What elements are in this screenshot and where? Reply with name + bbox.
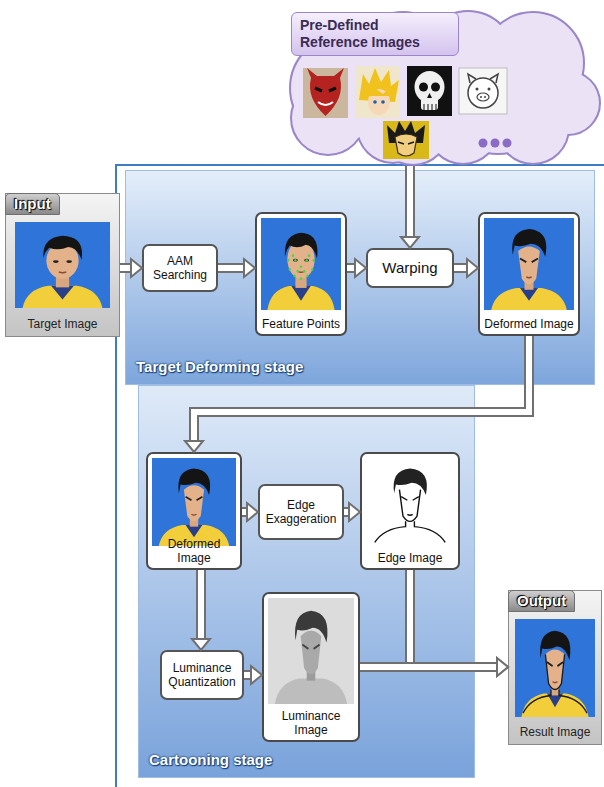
deformed-photo: [484, 218, 574, 310]
arrow-body: [344, 509, 349, 515]
arrow-body: [198, 570, 204, 639]
panel-heading: Output: [508, 590, 575, 612]
arrow-head: [497, 658, 508, 676]
luminance-photo: [268, 598, 354, 704]
arrow-outline: [454, 263, 467, 273]
arrow-head: [131, 259, 142, 277]
band-title: Target Deforming stage: [136, 358, 303, 376]
image-caption: Feature Points: [262, 317, 340, 331]
stage-band: Target Deforming stage AAM SearchingFeatu…: [125, 170, 595, 385]
stage-band: Cartooning stage Deformed Image Edge Exagg…: [138, 385, 475, 778]
frame-border: [116, 165, 604, 787]
block-arrow: [242, 503, 258, 521]
arrow-body: [244, 672, 251, 678]
process-label: AAM Searching: [149, 254, 211, 282]
arrow-body: [194, 336, 529, 441]
arrow-head: [192, 639, 210, 650]
block-arrow: [192, 570, 210, 650]
block-arrow: [347, 259, 366, 277]
arrow-outline: [120, 263, 131, 273]
arrow-body: [454, 265, 467, 271]
arrow-head: [349, 503, 360, 521]
block-arrow: [454, 259, 478, 277]
panel-caption: Target Image: [6, 317, 119, 336]
arrow-outline: [405, 166, 415, 237]
arrow-head: [244, 259, 255, 277]
process-label: Luminance Quantization: [167, 661, 237, 689]
arrow-outline: [196, 570, 206, 639]
panel-heading: Input: [5, 193, 60, 215]
band-title: Cartooning stage: [149, 751, 272, 769]
arrow-body: [347, 265, 355, 271]
block-arrow: [218, 259, 255, 277]
arrow-outline: [347, 263, 355, 273]
arrow-head: [497, 658, 508, 676]
arrow-head: [251, 666, 262, 684]
arrow-outline: [194, 336, 529, 441]
arrow-body: [120, 265, 131, 271]
arrow-body: [218, 265, 244, 271]
image-caption: Deformed Image: [484, 317, 573, 331]
arrow-body: [360, 664, 497, 670]
block-arrow: [244, 666, 262, 684]
arrow-body: [407, 166, 413, 237]
block-arrow: [344, 503, 360, 521]
arrow-head: [355, 259, 366, 277]
deformed-photo: [152, 458, 236, 546]
process-box: Edge Exaggeration: [258, 484, 344, 540]
arrow-head: [467, 259, 478, 277]
arrow-outline: [344, 507, 349, 517]
image-box: Deformed Image: [478, 212, 580, 336]
arrow-outline: [360, 662, 497, 672]
image-box: Luminance Image: [262, 592, 360, 742]
arrow-outline: [244, 670, 251, 680]
face-photo: [15, 222, 110, 308]
cartoon-photo: [515, 619, 595, 717]
block-arrow: [120, 259, 142, 277]
process-box: Warping: [366, 248, 454, 288]
arrow-body: [410, 570, 497, 667]
input-panel: InputTarget Image: [5, 193, 120, 337]
image-box: Deformed Image: [146, 452, 242, 570]
cloud-heading: Pre-Defined Reference Images: [291, 12, 459, 56]
panel-caption: Result Image: [509, 725, 601, 744]
process-box: Luminance Quantization: [160, 650, 244, 700]
feature-photo: [261, 218, 341, 310]
block-arrow: [410, 570, 508, 676]
image-caption: Edge Image: [378, 551, 443, 565]
arrow-outline: [218, 263, 244, 273]
block-arrow: [185, 336, 529, 452]
process-label: Warping: [382, 259, 437, 277]
block-arrow: [401, 166, 419, 248]
image-caption: Luminance Image: [266, 709, 356, 737]
output-panel: OutputResult Image: [508, 590, 602, 745]
arrow-head: [185, 441, 203, 452]
arrow-body: [242, 509, 247, 515]
block-arrow: [360, 658, 508, 676]
image-box: Feature Points: [255, 212, 347, 336]
arrow-outline: [410, 570, 497, 667]
process-box: AAM Searching: [142, 244, 218, 292]
arrow-head: [401, 237, 419, 248]
arrow-head: [247, 503, 258, 521]
image-box: Edge Image: [360, 452, 460, 570]
process-label: Edge Exaggeration: [265, 498, 337, 526]
reference-cloud: Pre-Defined Reference Images: [283, 8, 601, 166]
image-caption: Deformed Image: [150, 537, 238, 565]
edge-drawing: [366, 458, 454, 546]
arrow-outline: [242, 507, 247, 517]
